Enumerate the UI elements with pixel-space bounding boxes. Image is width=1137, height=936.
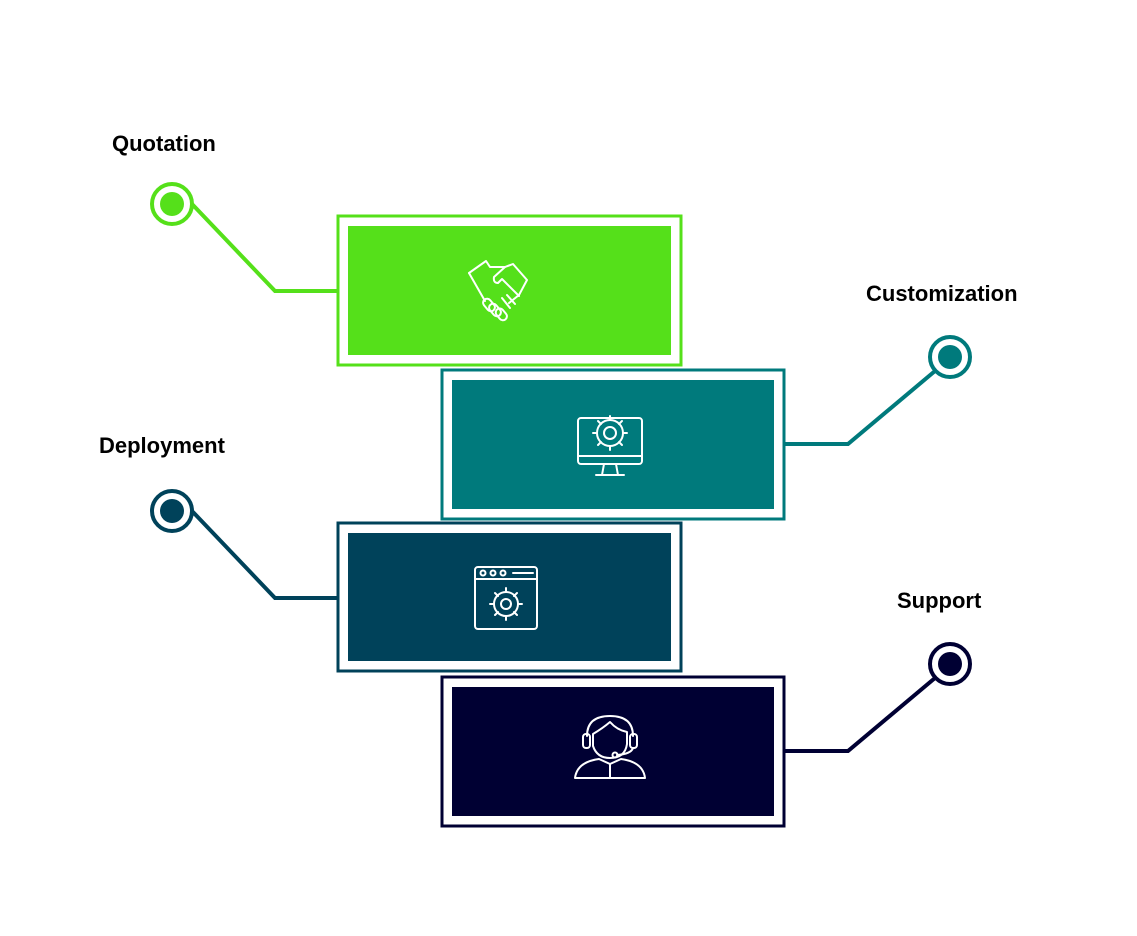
stage-quotation: Quotation	[112, 131, 683, 367]
connector-line	[190, 509, 338, 600]
marker-dot	[160, 499, 184, 523]
stage-box-fill	[348, 226, 671, 355]
stage-box-fill	[452, 687, 774, 816]
marker-dot	[938, 652, 962, 676]
connector-line	[785, 676, 937, 753]
stage-label-quotation: Quotation	[112, 131, 216, 156]
handshake-icon	[468, 260, 528, 322]
monitor-gear-icon	[577, 415, 643, 476]
stage-label-support: Support	[897, 588, 982, 613]
stage-label-customization: Customization	[866, 281, 1018, 306]
stage-box-fill	[348, 533, 671, 661]
marker-dot	[160, 192, 184, 216]
stage-label-deployment: Deployment	[99, 433, 226, 458]
marker-dot	[938, 345, 962, 369]
browser-gear-icon	[474, 566, 538, 630]
connector-line	[785, 369, 937, 446]
stage-customization: Customization	[440, 281, 1018, 521]
headset-agent-icon	[574, 715, 646, 779]
stage-support: Support	[440, 588, 982, 828]
stage-deployment: Deployment	[99, 433, 683, 673]
connector-line	[190, 202, 338, 293]
